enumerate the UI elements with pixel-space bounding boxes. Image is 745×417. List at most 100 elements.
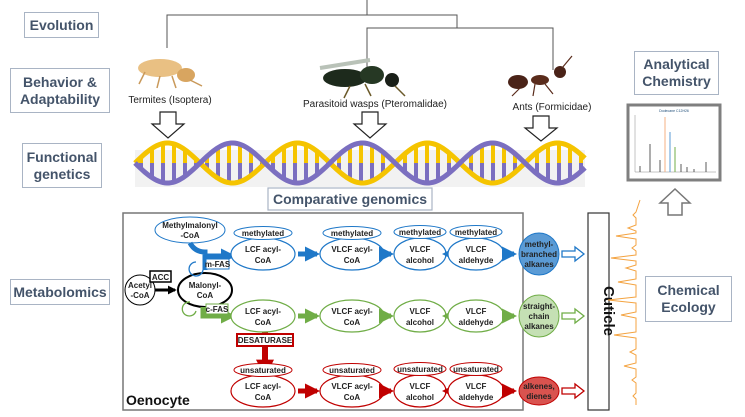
step-label: alcohol (406, 393, 434, 402)
analytical-text-1: Analytical (643, 56, 710, 72)
modifier-badge (449, 362, 503, 376)
methyl-step-node: VLCF alcohol (393, 237, 447, 271)
step-label: VLCF (410, 382, 431, 391)
svg-text:-CoA: -CoA (130, 291, 149, 300)
step-label: CoA (255, 256, 272, 265)
straight-step-node: LCF acyl- CoA (230, 299, 296, 333)
acc-label: ACC (152, 273, 170, 282)
step-label: alcohol (406, 318, 434, 327)
phylogenetic-tree (166, 0, 554, 70)
methylmalonyl-coa-node: Methylmalonyl-CoA (154, 216, 226, 244)
step-label: LCF acyl- (245, 245, 281, 254)
m-fas-box (205, 258, 230, 270)
species-label-ants: Ants (Formicidae) (513, 102, 592, 113)
product-label: alkanes (524, 260, 554, 269)
product-label: straight- (523, 302, 555, 311)
svg-text:Dodecane C12H26: Dodecane C12H26 (659, 109, 689, 113)
modifier-badge (322, 363, 382, 377)
mass-spectrum-image: Dodecane C12H26 (626, 103, 722, 182)
modifier-label: methylated (455, 228, 497, 237)
step-label: VLCF acyl- (331, 382, 373, 391)
product-label: chain (529, 312, 550, 321)
step-label: VLCF (466, 245, 487, 254)
unsat-step-node: VLCF acyl- CoA (319, 374, 385, 408)
behavior-text-2: Adaptability (19, 90, 101, 107)
acetyl-coa-node: Acetyl-CoA (124, 274, 156, 306)
export-arrow-icon (561, 382, 586, 400)
product-label: alkenes, (523, 382, 555, 391)
m-fas-label: m-FAS (205, 260, 231, 269)
step-label: CoA (344, 393, 361, 402)
acc-enzyme-box (149, 270, 172, 283)
down-arrows (150, 111, 559, 142)
ecology-text-2: Ecology (661, 299, 716, 315)
metabolomics-label: Metabolomics (10, 279, 110, 305)
svg-text:-CoA: -CoA (180, 231, 199, 240)
unsat-product-node: alkenes,dienes (518, 376, 560, 406)
step-label: CoA (344, 256, 361, 265)
modifier-badge (393, 225, 447, 239)
modifier-badge (322, 226, 382, 240)
product-label: dienes (526, 392, 552, 401)
product-label: methyl- (525, 240, 554, 249)
malonyl-coa-node: Malonyl-CoA (177, 272, 233, 308)
modifier-badge (233, 226, 293, 240)
svg-text:Methylmalonyl: Methylmalonyl (162, 221, 218, 230)
m-fas-loop (188, 261, 204, 277)
termite-image (138, 59, 203, 89)
unsat-step-node: VLCF alcohol (393, 374, 447, 408)
metabolomics-text: Metabolomics (13, 283, 107, 300)
step-label: CoA (255, 318, 272, 327)
straight-step-node: VLCF aldehyde (447, 299, 505, 333)
step-label: VLCF (410, 245, 431, 254)
step-label: aldehyde (459, 256, 494, 265)
modifier-label: unsaturated (240, 366, 286, 375)
modifier-label: unsaturated (397, 365, 443, 374)
step-label: alcohol (406, 256, 434, 265)
behavior-text-1: Behavior & (23, 73, 97, 90)
step-label: aldehyde (459, 318, 494, 327)
species-label-termites: Termites (Isoptera) (128, 95, 211, 106)
methyl-step-node: VLCF aldehyde (447, 237, 505, 271)
c-fas-box (205, 303, 229, 315)
comparative-genomics-label: Comparative genomics (273, 191, 427, 207)
modifier-label: methylated (331, 229, 373, 238)
product-label: alkanes (524, 322, 554, 331)
wasp-image (319, 58, 406, 99)
ant-image (508, 55, 573, 97)
step-label: LCF acyl- (245, 307, 281, 316)
c-fas-loop (181, 301, 197, 317)
svg-text:Malonyl-: Malonyl- (189, 281, 222, 290)
down-arrow-icon (150, 111, 186, 139)
export-arrow-icon (561, 245, 586, 263)
modifier-label: methylated (399, 228, 441, 237)
step-label: CoA (344, 318, 361, 327)
m-fas-arrow (187, 241, 233, 270)
step-label: aldehyde (459, 393, 494, 402)
cuticle-box (587, 212, 610, 411)
down-arrow-icon (523, 115, 559, 142)
evolution-label: Evolution (24, 12, 99, 38)
step-label: VLCF acyl- (331, 307, 373, 316)
svg-text:Acetyl: Acetyl (128, 281, 152, 290)
species-label-wasps: Parasitoid wasps (Pteromalidae) (303, 99, 447, 110)
modifier-badge (393, 362, 447, 376)
up-arrow-icon (658, 187, 692, 216)
modifier-label: methylated (242, 229, 284, 238)
step-label: VLCF (466, 307, 487, 316)
analytical-text-2: Chemistry (642, 73, 711, 89)
modifier-badge (233, 363, 293, 377)
c-fas-arrow (200, 307, 236, 324)
behavior-label: Behavior &Adaptability (10, 68, 110, 113)
step-label: VLCF acyl- (331, 245, 373, 254)
evolution-text: Evolution (29, 16, 94, 33)
modifier-badge (449, 225, 503, 239)
straight-step-node: VLCF acyl- CoA (319, 299, 385, 333)
